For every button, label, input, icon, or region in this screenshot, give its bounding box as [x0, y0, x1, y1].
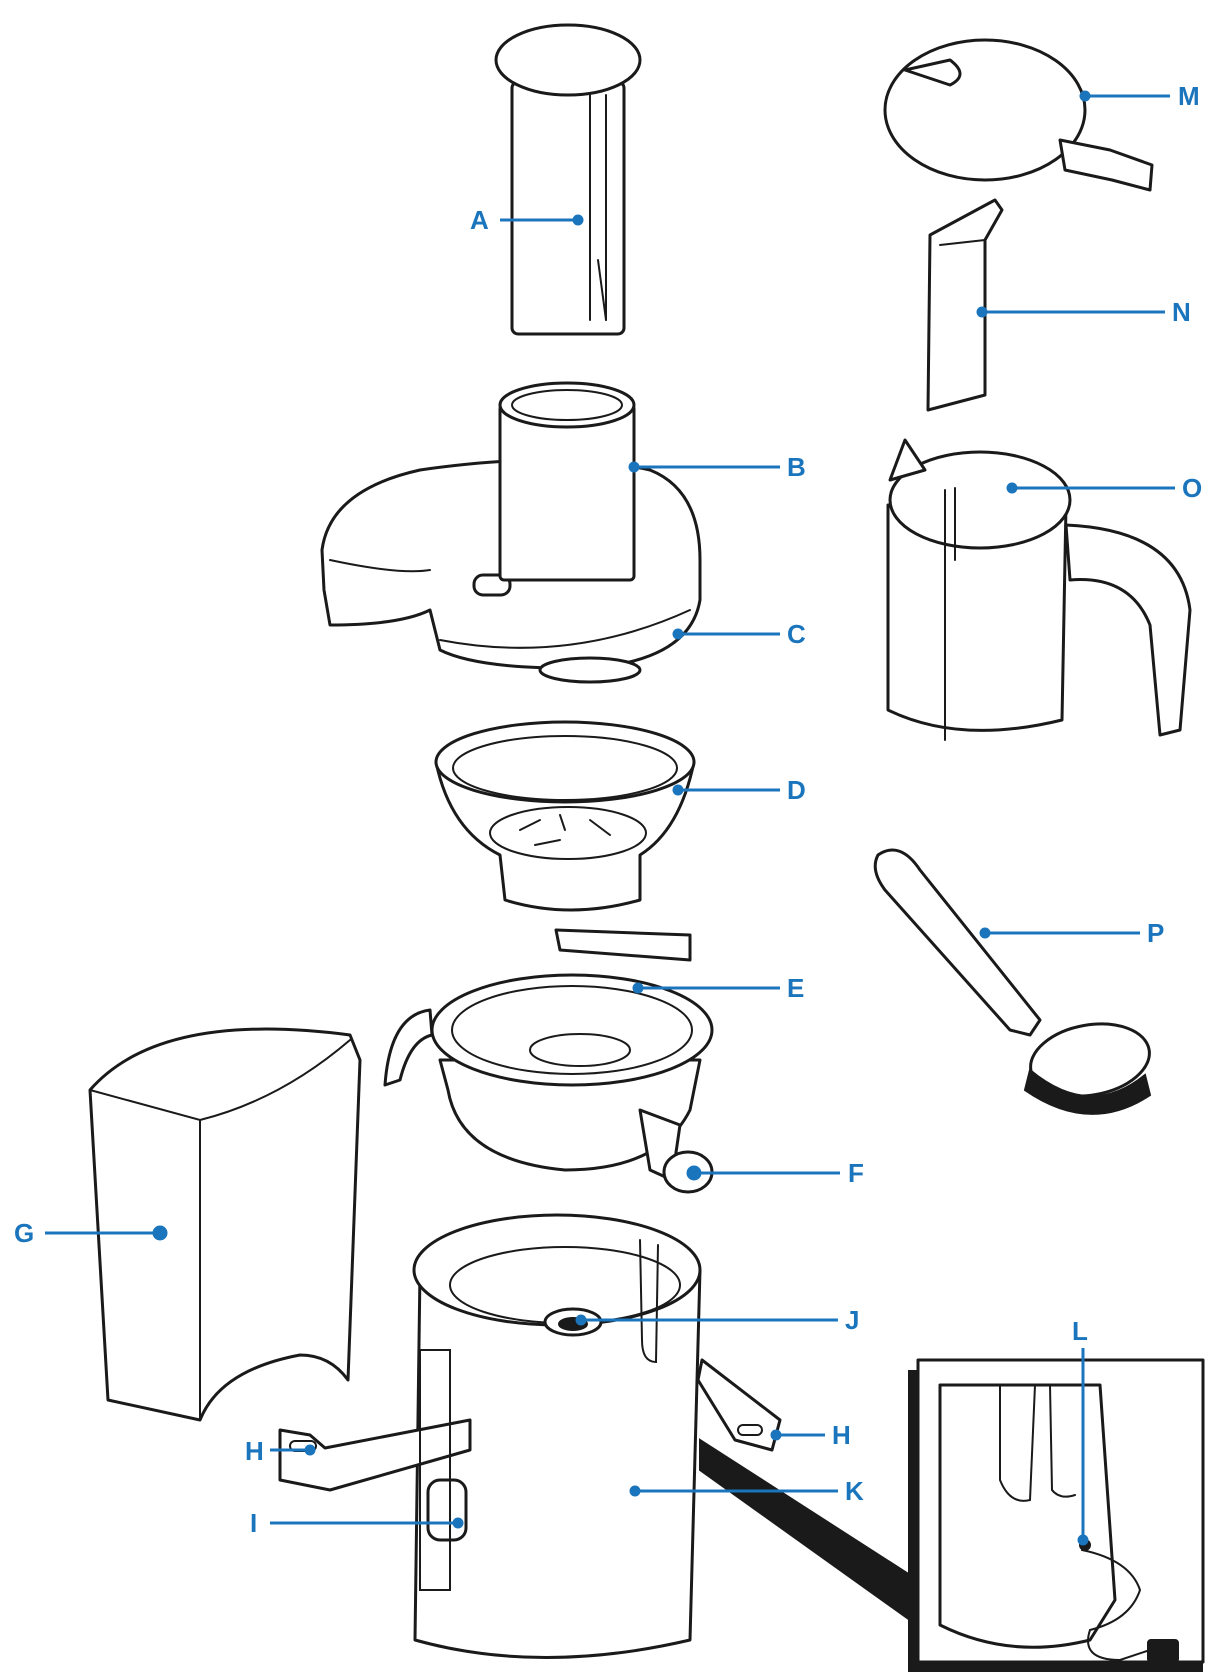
label-b: B: [787, 452, 806, 482]
inset-base-rear-detail: [699, 1358, 1205, 1672]
callout-m: [1079, 90, 1170, 102]
callout-lines: [45, 90, 1175, 1546]
label-o: O: [1182, 473, 1202, 503]
label-f: F: [848, 1158, 864, 1188]
callout-b: [628, 461, 780, 473]
callout-e: [632, 982, 780, 994]
callout-f: [686, 1165, 840, 1181]
part-m-jug-lid: [883, 38, 1154, 192]
label-a: A: [470, 205, 489, 235]
part-g-pulp-container: [88, 1027, 362, 1422]
label-k: K: [845, 1476, 864, 1506]
callout-a: [500, 214, 584, 226]
callout-o: [1006, 482, 1175, 494]
label-g: G: [14, 1218, 34, 1248]
label-m: M: [1178, 81, 1200, 111]
callout-h-right: [770, 1429, 825, 1441]
label-d: D: [787, 775, 806, 805]
label-n: N: [1172, 297, 1191, 327]
part-j-drive-coupling: [543, 1307, 603, 1337]
label-l: L: [1072, 1316, 1088, 1346]
callout-c: [672, 628, 780, 640]
part-d-filter-basket: [434, 720, 696, 912]
part-h-locking-arm-right: [696, 1358, 782, 1452]
label-i: I: [250, 1508, 257, 1538]
callout-n: [976, 306, 1165, 318]
part-e-juice-collector: [383, 928, 714, 1194]
callout-labels: A B C D E F G H H I J K L M N O P: [14, 81, 1202, 1538]
callout-i: [270, 1517, 464, 1529]
callout-k: [629, 1485, 838, 1497]
callout-h-left: [270, 1444, 316, 1456]
part-p-cleaning-brush: [873, 848, 1152, 1115]
label-h-right: H: [832, 1420, 851, 1450]
label-e: E: [787, 973, 804, 1003]
callout-l: [1077, 1348, 1089, 1546]
callout-g: [45, 1225, 168, 1241]
label-c: C: [787, 619, 806, 649]
part-n-foam-separator: [926, 198, 1004, 412]
part-b-feed-chute: [498, 381, 636, 582]
part-a-food-pusher: [494, 23, 642, 336]
callout-p: [979, 927, 1140, 939]
part-o-juice-jug: [886, 438, 1192, 741]
callout-j: [575, 1314, 838, 1326]
part-k-motor-base: [412, 1213, 702, 1659]
label-h-left: H: [245, 1436, 264, 1466]
callout-d: [672, 784, 780, 796]
label-j: J: [845, 1305, 859, 1335]
label-p: P: [1147, 918, 1164, 948]
